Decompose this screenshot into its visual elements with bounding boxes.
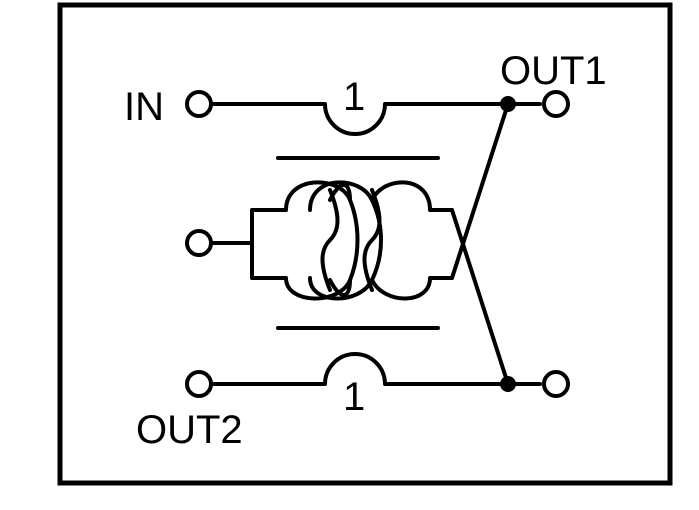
- junction-top: [500, 96, 516, 112]
- winding-number-bottom: 1: [343, 375, 365, 419]
- junction-bottom: [500, 376, 516, 392]
- terminal-out1: [542, 90, 570, 118]
- label-out1: OUT1: [500, 49, 607, 93]
- outer-frame: [57, 2, 673, 486]
- terminal-bottom-right: [542, 370, 570, 398]
- bottom-conductor: [210, 352, 542, 386]
- top-conductor: [210, 102, 542, 136]
- coil-crossovers: [320, 188, 382, 292]
- cross-lead-to-bottom: [450, 208, 510, 386]
- winding-number-top: 1: [343, 75, 365, 119]
- label-out2: OUT2: [136, 408, 243, 452]
- terminal-in: [185, 90, 213, 118]
- label-in: IN: [124, 85, 164, 129]
- terminal-middle: [185, 229, 213, 257]
- terminal-out2: [185, 370, 213, 398]
- coil-winding: [250, 180, 454, 301]
- cross-lead-to-top: [450, 102, 510, 280]
